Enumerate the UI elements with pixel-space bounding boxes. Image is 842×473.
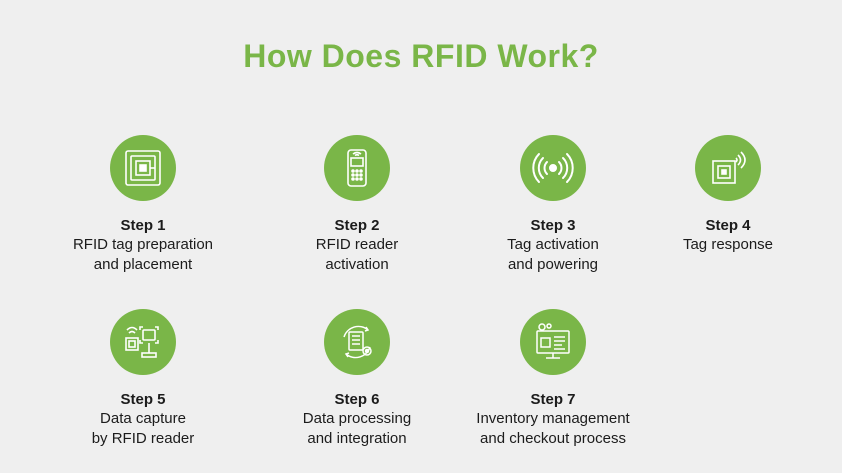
data-processing-icon <box>324 309 390 375</box>
rfid-tag-icon <box>110 135 176 201</box>
step-description: RFID reader activation <box>315 236 399 273</box>
step-6: Step 6 Data processing and integration <box>257 309 457 449</box>
step-5: Step 5 Data capture by RFID reader <box>43 309 243 449</box>
step-label: Step 5 <box>120 391 166 408</box>
reader-capture-icon <box>110 309 176 375</box>
step-3: Step 3 Tag activation and powering <box>453 135 653 275</box>
step-label: Step 3 <box>530 217 576 234</box>
step-description: Tag activation and powering <box>507 236 599 273</box>
step-description: Tag response <box>682 236 774 253</box>
tag-transmit-icon <box>695 135 761 201</box>
page-title: How Does RFID Work? <box>243 38 599 74</box>
step-description: Data capture by RFID reader <box>91 410 195 447</box>
step-1: Step 1 RFID tag preparation and placemen… <box>43 135 243 275</box>
step-label: Step 7 <box>530 391 576 408</box>
step-description: RFID tag preparation and placement <box>72 236 214 273</box>
step-label: Step 1 <box>120 217 166 234</box>
step-7: Step 7 Inventory management and checkout… <box>453 309 653 449</box>
step-label: Step 2 <box>334 217 380 234</box>
signal-waves-icon <box>520 135 586 201</box>
inventory-monitor-icon <box>520 309 586 375</box>
step-description: Data processing and integration <box>302 410 412 447</box>
step-2: Step 2 RFID reader activation <box>257 135 457 275</box>
step-label: Step 4 <box>705 217 751 234</box>
step-label: Step 6 <box>334 391 380 408</box>
step-description: Inventory management and checkout proces… <box>476 410 630 447</box>
step-4: Step 4 Tag response <box>628 135 828 255</box>
handheld-reader-icon <box>324 135 390 201</box>
